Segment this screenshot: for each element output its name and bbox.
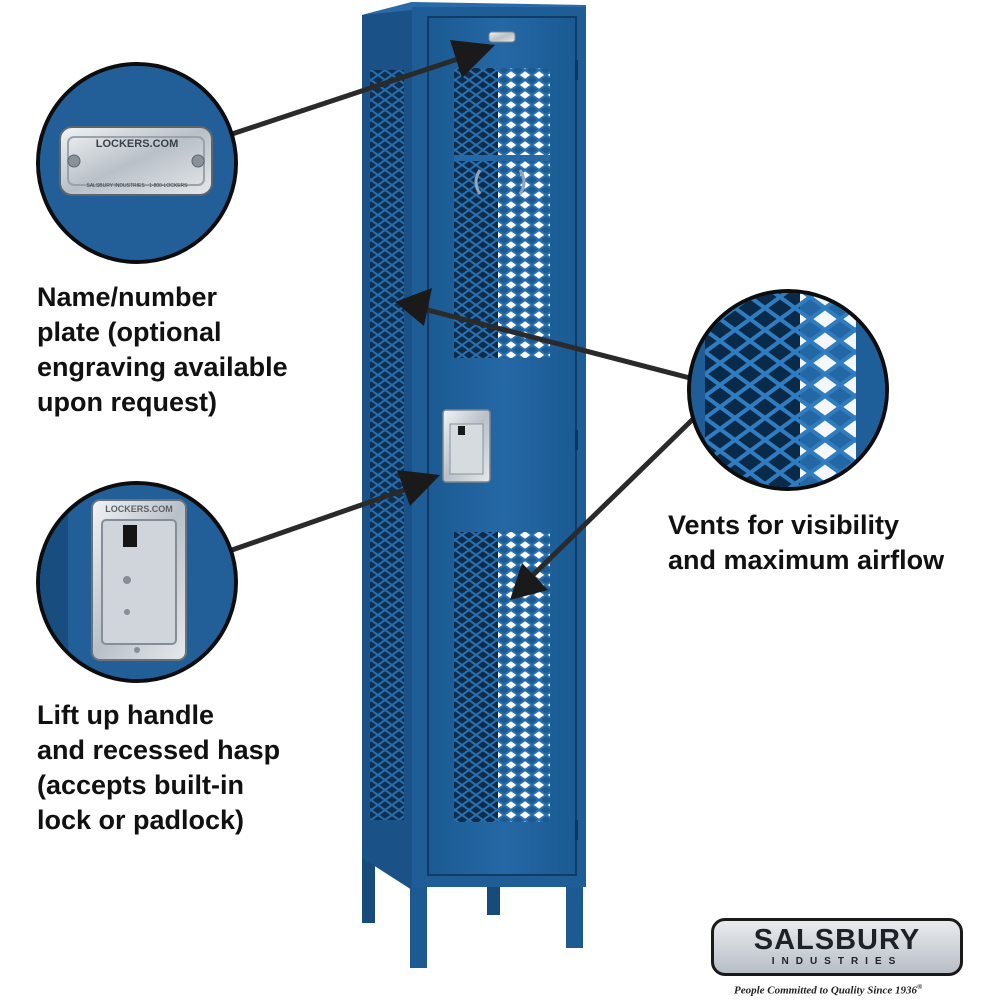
hinge [575, 60, 578, 80]
locker [362, 2, 586, 968]
vents-pointer-line-lower [527, 417, 695, 581]
hinge [575, 820, 578, 840]
vents-caption: Vents for visibility and maximum airflow [668, 508, 944, 578]
caption-line: Vents for visibility [668, 510, 900, 540]
vents-arrow-head-upper [395, 288, 432, 326]
brand-tagline-text: People Committed to Quality Since 1936 [734, 984, 918, 997]
plate-brand-text: LOCKERS.COM [96, 138, 179, 150]
rivet-icon [124, 609, 130, 615]
zoom-handle-lift [101, 519, 177, 645]
caption-line: and recessed hasp [37, 735, 281, 765]
brand-logo-name: SALSBURY [753, 924, 921, 956]
caption-line: and maximum airflow [668, 545, 945, 575]
zoom-name-plate [59, 126, 213, 196]
caption-line: Lift up handle [37, 700, 214, 730]
coat-hook [474, 169, 482, 195]
brand-logo-sub: INDUSTRIES [771, 956, 903, 967]
rivet-icon [134, 647, 140, 653]
caption-line: Name/number [37, 282, 218, 312]
nameplate-pointer-line [229, 52, 473, 137]
brand-logo: SALSBURY INDUSTRIES [711, 918, 963, 976]
handle-brand-text: LOCKERS.COM [105, 504, 173, 514]
door-name-plate [488, 31, 516, 43]
handle-callout: LOCKERS.COM [36, 470, 440, 683]
hinge [575, 430, 578, 450]
nameplate-arrow-head [450, 40, 495, 78]
hasp-slot [458, 426, 465, 435]
handle-lift [449, 423, 484, 475]
caption-line: engraving available [37, 352, 288, 382]
vents-arrow-head-lower [510, 563, 548, 600]
side-vent [370, 70, 404, 820]
screw-icon [191, 154, 205, 168]
nameplate-callout: LOCKERS.COM SALSBURY INDUSTRIES · 1-800-… [36, 40, 495, 264]
caption-line: plate (optional [37, 317, 222, 347]
zoom-vent-dark [705, 293, 800, 487]
plate-small-text: SALSBURY INDUSTRIES · 1-800-LOCKERS [87, 183, 189, 189]
locker-leg [362, 855, 375, 923]
upper-vent-left [454, 68, 498, 358]
upper-vent-right [498, 68, 550, 358]
handle-caption: Lift up handle and recessed hasp (accept… [37, 698, 280, 838]
screw-icon [67, 154, 81, 168]
hat-shelf [454, 155, 550, 161]
zoom-vent-open [800, 293, 856, 487]
caption-line: (accepts built-in [37, 770, 245, 800]
trademark-symbol: ® [917, 983, 923, 991]
vents-pointer-line-upper [417, 305, 693, 381]
rivet-icon [123, 576, 131, 584]
caption-line: lock or padlock) [37, 805, 245, 835]
lower-vent-left [454, 532, 498, 822]
brand-tagline: People Committed to Quality Since 1936® [734, 983, 922, 997]
coat-hook [518, 169, 526, 195]
zoom-hasp-slot [123, 525, 137, 547]
locker-leg [410, 870, 427, 968]
nameplate-caption: Name/number plate (optional engraving av… [37, 280, 288, 420]
handle-arrow-head [397, 470, 440, 506]
handle-pointer-line [229, 485, 413, 553]
caption-line: upon request) [37, 387, 217, 417]
